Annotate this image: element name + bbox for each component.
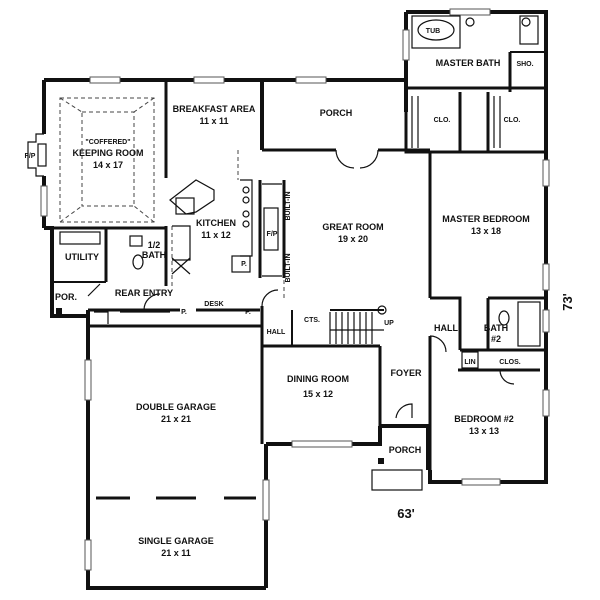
pantry-right-label: P. [245, 309, 251, 316]
master-bath-label: MASTER BATH [436, 58, 501, 68]
single-garage-label: SINGLE GARAGE [138, 536, 214, 546]
kitchen-dim: 11 x 12 [201, 230, 231, 240]
kitchen-label: KITCHEN [196, 218, 236, 228]
builtin-top-label: BUILT-IN [285, 191, 292, 220]
porch-rear-label: POR. [55, 292, 77, 302]
breakfast-dim: 11 x 11 [199, 116, 228, 126]
great-room-label: GREAT ROOM [322, 222, 383, 232]
hall-left-label: HALL [267, 329, 286, 336]
half-bath-label-2: BATH [142, 250, 166, 260]
builtin-bottom-label: BUILT-IN [285, 253, 292, 282]
pantry-label: P. [241, 261, 247, 268]
front-porch-label: PORCH [389, 445, 422, 455]
bath2-label: BATH [484, 323, 508, 333]
master-bedroom-label: MASTER BEDROOM [442, 214, 530, 224]
fixtures [27, 15, 541, 491]
closet-left-label: CLO. [434, 117, 451, 124]
windows [40, 8, 550, 571]
fireplace-center-label: F/P [267, 231, 278, 238]
dining-room-label: DINING ROOM [287, 374, 349, 384]
rear-entry-label: REAR ENTRY [115, 288, 173, 298]
bath2-number: #2 [491, 334, 501, 344]
shower-label: SHO. [516, 61, 533, 68]
depth-dimension: 73' [560, 293, 575, 311]
bedroom2-closet-label: CLOS. [499, 359, 520, 366]
single-garage-dim: 21 x 11 [161, 548, 191, 558]
foyer-label: FOYER [390, 368, 422, 378]
half-bath-label: 1/2 [148, 240, 161, 250]
breakfast-label: BREAKFAST AREA [173, 104, 256, 114]
coffered-label: "COFFERED" [85, 139, 130, 146]
linen-label: LIN [464, 359, 475, 366]
utility-label: UTILITY [65, 252, 99, 262]
bedroom2-dim: 13 x 13 [469, 426, 499, 436]
double-garage-dim: 21 x 21 [161, 414, 191, 424]
pantry-left-label: P. [181, 309, 187, 316]
closets-label: CTS. [304, 317, 320, 324]
keeping-room-dim: 14 x 17 [93, 160, 123, 170]
tub-label: TUB [426, 28, 440, 35]
stairs-up-label: UP [384, 320, 394, 327]
fireplace-left-label: F/P [25, 153, 36, 160]
porch-top-label: PORCH [320, 108, 353, 118]
hall-right-label: HALL [434, 323, 458, 333]
desk-label: DESK [204, 301, 223, 308]
dining-room-dim: 15 x 12 [303, 389, 333, 399]
closet-right-label: CLO. [504, 117, 521, 124]
great-room-dim: 19 x 20 [338, 234, 368, 244]
room-labels: TUB MASTER BATH SHO. CLO. CLO. PORCH BRE… [25, 28, 534, 558]
keeping-room-label: KEEPING ROOM [72, 148, 143, 158]
interior-walls [52, 51, 546, 470]
dashed-lines [59, 97, 285, 500]
double-garage-label: DOUBLE GARAGE [136, 402, 216, 412]
master-bedroom-dim: 13 x 18 [471, 226, 501, 236]
width-dimension: 63' [397, 506, 415, 521]
overall-dimensions: 63' 73' [397, 293, 575, 521]
bedroom2-label: BEDROOM #2 [454, 414, 514, 424]
